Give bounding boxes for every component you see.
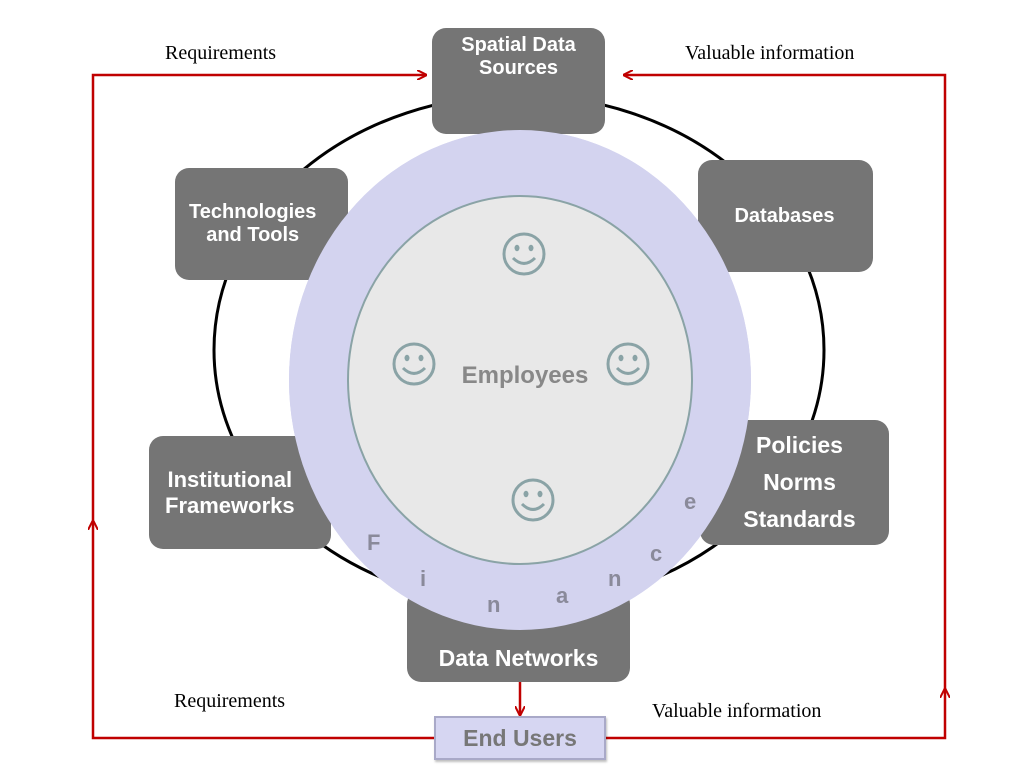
policies-label: Policies Norms Standards — [743, 432, 856, 532]
institutional-frameworks-box: Institutional Frameworks — [149, 436, 331, 549]
employees-label: Employees — [461, 362, 589, 389]
flow-arrow-top-left — [91, 75, 425, 520]
feedback-loop — [91, 75, 947, 740]
technologies-box: Technologies and Tools — [175, 168, 348, 280]
smiley-face-icon — [606, 342, 650, 386]
flow-arrow-top-right — [625, 75, 947, 692]
finance-letter: n — [487, 592, 501, 617]
databases-label: Databases — [734, 204, 835, 227]
data-networks-label: Data Networks — [438, 644, 599, 671]
finance-letter: F — [367, 530, 381, 555]
institutional-frameworks-label: Institutional Frameworks — [165, 466, 295, 518]
flow-arrow-bottom-right — [606, 690, 945, 740]
spatial-data-sources-label: Spatial Data Sources — [461, 34, 576, 79]
smiley-face-icon — [511, 478, 555, 522]
policies-box: Policies Norms Standards — [700, 420, 889, 545]
end-users-box: End Users — [434, 716, 606, 760]
databases-box: Databases — [698, 160, 873, 272]
requirements-label-top: Requirements — [165, 42, 277, 64]
flow-arrow-bottom-left — [93, 522, 434, 740]
finance-letter: n — [608, 566, 622, 591]
smiley-face-icon — [502, 232, 546, 276]
technologies-label: Technologies and Tools — [189, 201, 317, 246]
finance-letter: e — [684, 489, 697, 514]
smiley-face-icon — [392, 342, 436, 386]
valuable-information-label-top: Valuable information — [685, 42, 855, 64]
finance-letter: c — [650, 541, 663, 566]
finance-letter: a — [556, 583, 569, 608]
spatial-data-sources-box: Spatial Data Sources — [432, 28, 605, 134]
valuable-information-label-bottom: Valuable information — [652, 700, 822, 722]
data-networks-box: Data Networks — [407, 590, 630, 682]
requirements-label-bottom: Requirements — [174, 690, 286, 712]
finance-letter: i — [420, 566, 427, 591]
